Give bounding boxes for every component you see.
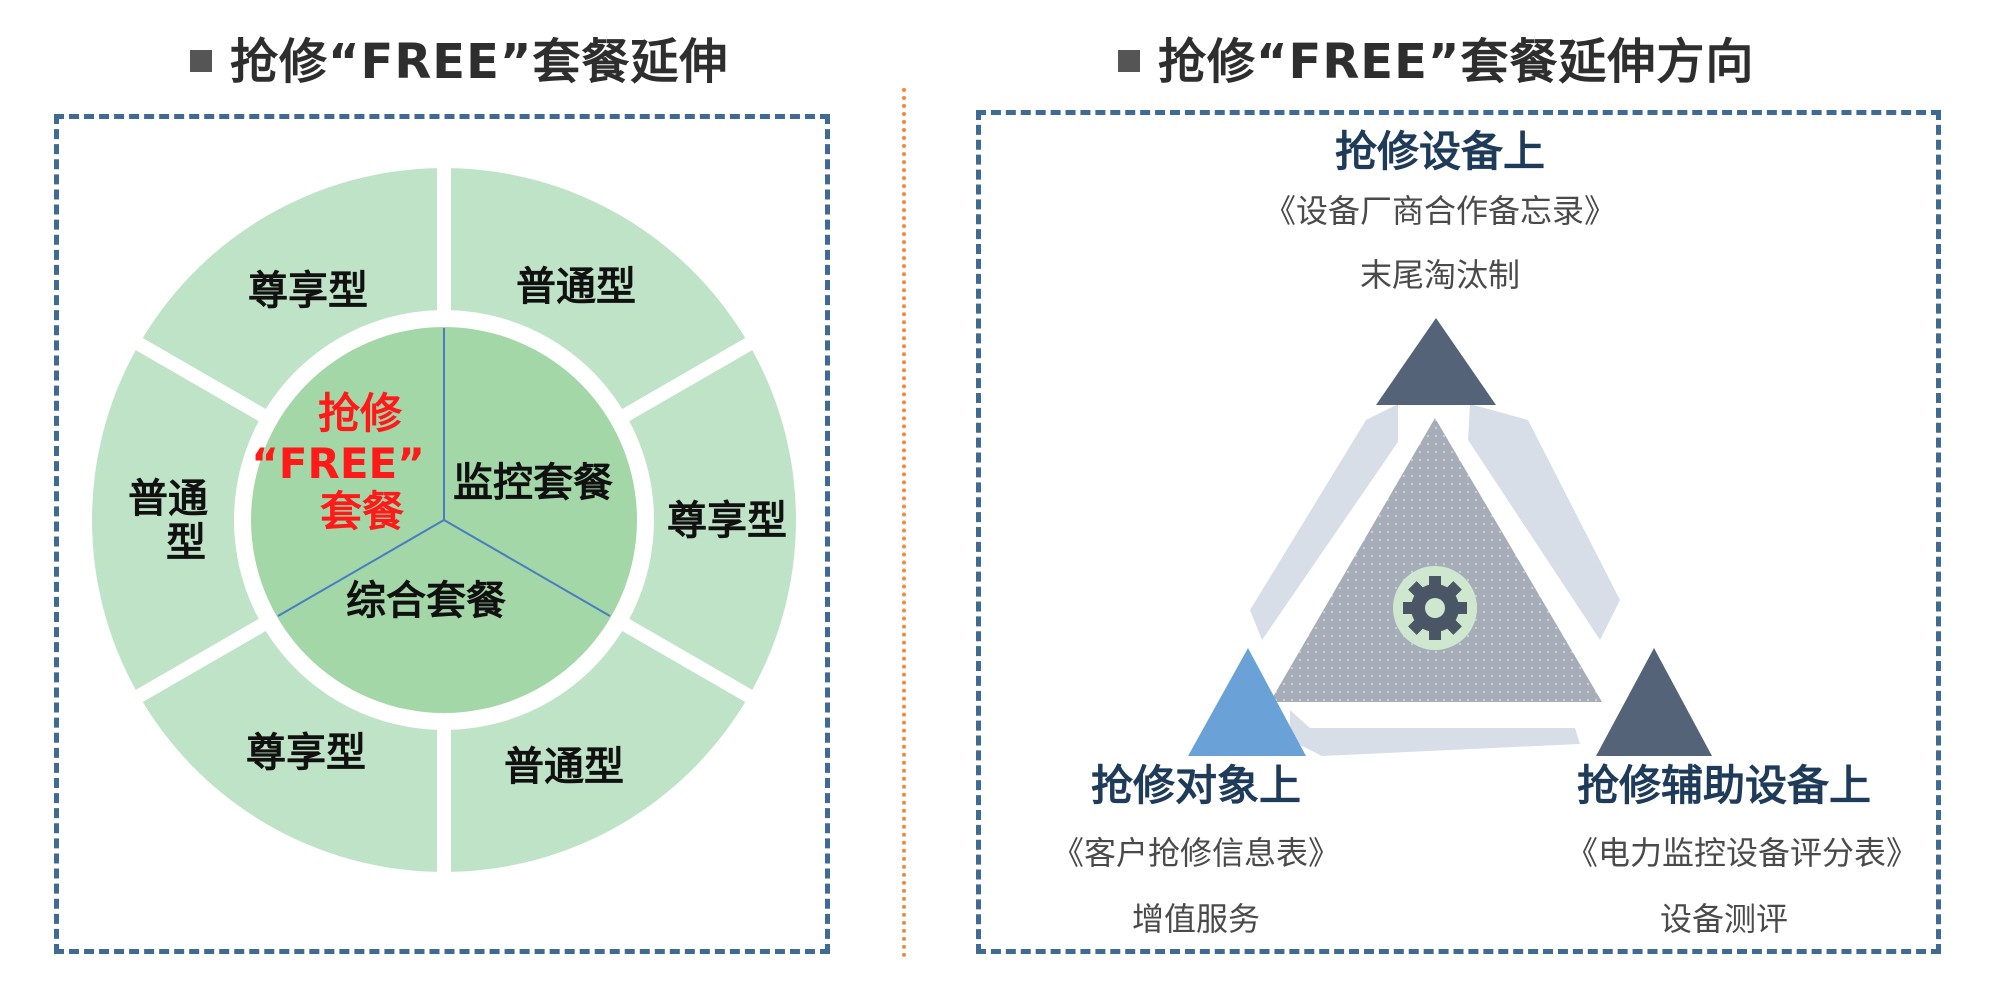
bottom-right-node-triangle	[1596, 648, 1712, 756]
right-panel-title: 抢修“FREE”套餐延伸方向	[1118, 22, 1754, 92]
bottom-left-node-doc: 《客户抢修信息表》	[1052, 834, 1340, 872]
bottom-left-node-title: 抢修对象上	[1091, 761, 1301, 810]
core-divider-line	[443, 519, 611, 617]
flow-arrow-right	[1468, 404, 1620, 640]
gear-icon	[1393, 566, 1477, 650]
ring-label: 普通	[128, 476, 208, 522]
bottom-right-node-title: 抢修辅助设备上	[1577, 761, 1871, 810]
bullet-square-icon	[1118, 50, 1140, 72]
bottom-left-node-note: 增值服务	[1132, 900, 1260, 938]
comprehensive-package-label: 综合套餐	[346, 578, 506, 624]
left-panel-title: 抢修“FREE”套餐延伸	[190, 22, 728, 92]
top-node-triangle	[1376, 318, 1496, 405]
ring-segment	[450, 631, 746, 872]
outer-ring	[91, 168, 797, 872]
free-package-label: 套餐	[320, 487, 405, 536]
ring-label: 型	[166, 520, 206, 566]
panel-divider	[902, 88, 906, 958]
free-package-label: “FREE”	[251, 439, 425, 488]
left-panel-frame	[54, 114, 830, 954]
ring-label: 普通型	[504, 744, 624, 790]
core-divider-line	[277, 519, 445, 617]
ring-segment	[91, 350, 259, 690]
top-node-note: 末尾淘汰制	[1360, 256, 1520, 294]
ring-label: 尊享型	[667, 498, 787, 544]
top-node-title: 抢修设备上	[1335, 127, 1545, 176]
ring-label: 普通型	[516, 264, 636, 310]
bottom-left-node-triangle	[1188, 648, 1306, 756]
flow-arrow-bottom	[1290, 710, 1580, 756]
ring-segment	[450, 168, 746, 409]
right-panel-frame	[976, 110, 1941, 954]
ring-segment	[142, 168, 438, 409]
ring-label: 尊享型	[246, 730, 366, 776]
monitor-package-label: 监控套餐	[453, 460, 613, 506]
central-triangle	[1270, 418, 1602, 702]
bottom-right-node-note: 设备测评	[1660, 900, 1788, 938]
ring-label: 尊享型	[248, 268, 368, 314]
ring-segment	[629, 350, 797, 690]
ring-segment	[142, 631, 438, 872]
top-node-doc: 《设备厂商合作备忘录》	[1264, 192, 1616, 230]
left-title-text: 抢修“FREE”套餐延伸	[230, 34, 729, 90]
flow-arrow-left	[1250, 404, 1398, 640]
free-package-label: 抢修	[318, 389, 403, 438]
bullet-square-icon	[190, 50, 212, 72]
right-title-text: 抢修“FREE”套餐延伸方向	[1158, 34, 1755, 90]
bottom-right-node-doc: 《电力监控设备评分表》	[1566, 834, 1918, 872]
